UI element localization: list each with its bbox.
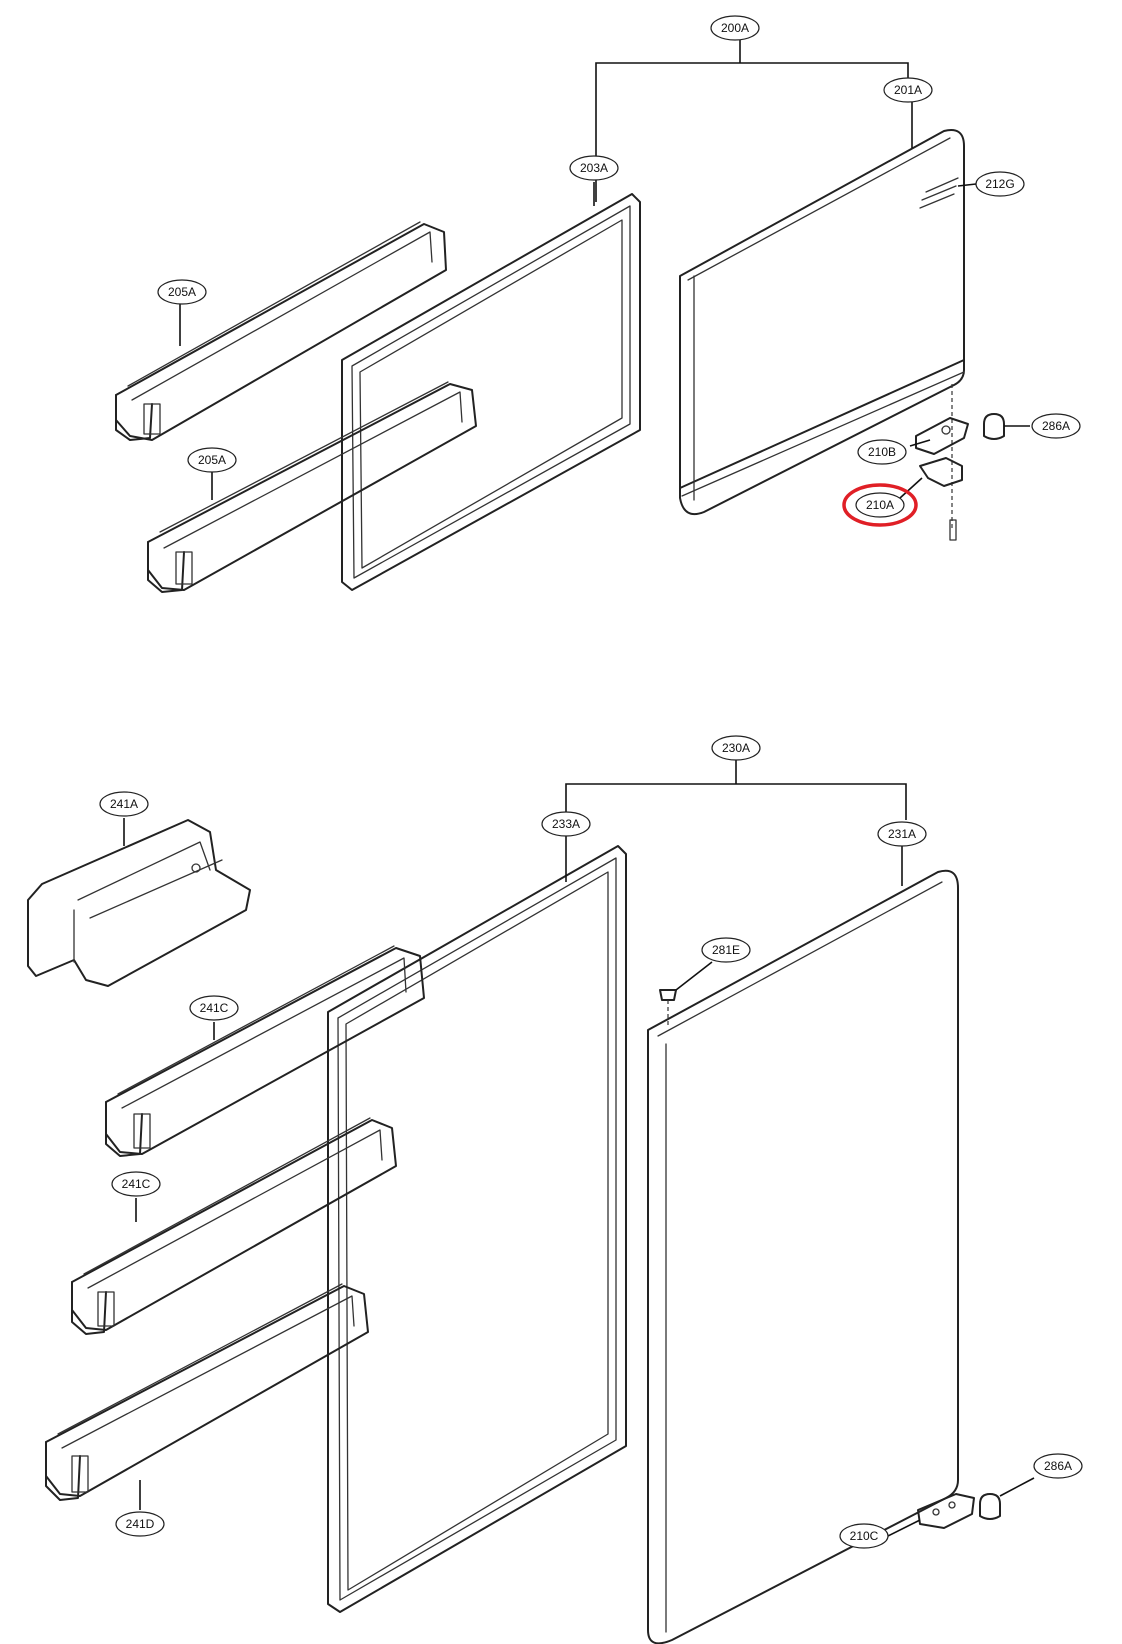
svg-text:212G: 212G bbox=[985, 177, 1014, 191]
callout-286a-bottom: 286A bbox=[1033, 1453, 1083, 1479]
callout-205a-upper: 205A bbox=[157, 279, 207, 305]
highlight-ring-210a bbox=[842, 483, 918, 527]
svg-text:230A: 230A bbox=[722, 741, 750, 755]
callout-210c: 210C bbox=[839, 1523, 889, 1549]
svg-text:281E: 281E bbox=[712, 943, 740, 957]
svg-text:241D: 241D bbox=[126, 1517, 155, 1531]
callout-203a: 203A bbox=[569, 155, 619, 181]
callout-212g: 212G bbox=[957, 171, 1025, 197]
callout-241c-lower: 241C bbox=[111, 1171, 161, 1197]
bracket-200a bbox=[595, 40, 909, 202]
svg-text:205A: 205A bbox=[198, 453, 226, 467]
bottom-basket-241c-upper bbox=[105, 945, 425, 1157]
svg-text:210C: 210C bbox=[850, 1529, 879, 1543]
svg-text:201A: 201A bbox=[894, 83, 922, 97]
bottom-basket-241c-lower bbox=[71, 1117, 397, 1335]
callout-241c-upper: 241C bbox=[189, 995, 239, 1021]
top-door-201a bbox=[679, 100, 965, 516]
bottom-hinge-parts bbox=[887, 1477, 1035, 1537]
svg-text:210B: 210B bbox=[868, 445, 896, 459]
top-basket-205a-lower bbox=[147, 381, 477, 593]
svg-text:210A: 210A bbox=[866, 498, 894, 512]
callout-230a: 230A bbox=[711, 735, 761, 761]
top-gasket-203a bbox=[341, 182, 641, 591]
svg-text:200A: 200A bbox=[721, 21, 749, 35]
callout-201a: 201A bbox=[883, 77, 933, 103]
callout-210b: 210B bbox=[857, 439, 907, 465]
bottom-cap-screw-281e bbox=[659, 961, 713, 1026]
bottom-basket-241d bbox=[45, 1283, 369, 1510]
callout-231a: 231A bbox=[877, 821, 927, 847]
svg-text:241C: 241C bbox=[200, 1001, 229, 1015]
callout-286a-top: 286A bbox=[1031, 413, 1081, 439]
top-basket-205a-upper bbox=[115, 221, 447, 441]
bottom-door-231a bbox=[647, 846, 959, 1644]
callout-233a: 233A bbox=[541, 811, 591, 837]
bottom-basket-241a bbox=[27, 818, 251, 987]
svg-text:286A: 286A bbox=[1042, 419, 1070, 433]
bracket-230a bbox=[565, 760, 907, 820]
callout-210a: 210A bbox=[842, 483, 918, 527]
callout-241d: 241D bbox=[115, 1511, 165, 1537]
svg-text:205A: 205A bbox=[168, 285, 196, 299]
callout-281e: 281E bbox=[701, 937, 751, 963]
svg-text:241C: 241C bbox=[122, 1177, 151, 1191]
svg-text:233A: 233A bbox=[552, 817, 580, 831]
callout-205a-lower: 205A bbox=[187, 447, 237, 473]
bottom-gasket-233a bbox=[327, 836, 627, 1613]
svg-text:231A: 231A bbox=[888, 827, 916, 841]
top-hinge-parts bbox=[899, 384, 1030, 541]
callout-241a: 241A bbox=[99, 791, 149, 817]
callout-200a: 200A bbox=[710, 15, 760, 41]
svg-text:203A: 203A bbox=[580, 161, 608, 175]
svg-text:241A: 241A bbox=[110, 797, 138, 811]
svg-text:286A: 286A bbox=[1044, 1459, 1072, 1473]
